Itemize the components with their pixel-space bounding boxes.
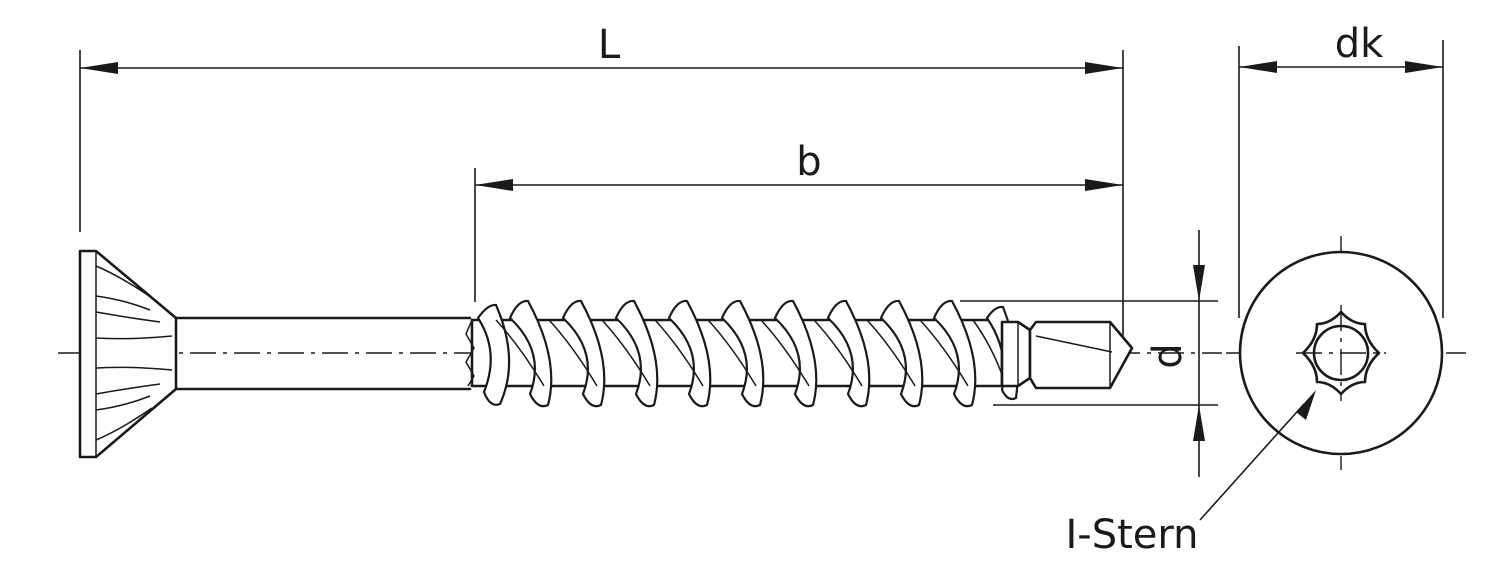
thread-flanks bbox=[476, 299, 1019, 408]
length-label: L bbox=[598, 22, 621, 68]
thread-length-label: b bbox=[796, 139, 821, 185]
screw-head bbox=[78, 249, 178, 459]
diameter-label: d bbox=[1145, 343, 1191, 368]
drill-tip bbox=[1000, 320, 1134, 390]
drive-callout: I-Stern bbox=[1065, 390, 1316, 558]
dimension-thread-length: b bbox=[474, 139, 1123, 302]
dimension-diameter: d bbox=[960, 230, 1218, 477]
dimension-length: L bbox=[79, 22, 1124, 340]
drive-label: I-Stern bbox=[1065, 512, 1198, 558]
head-diameter-label: dk bbox=[1335, 21, 1384, 67]
screw-side-view bbox=[78, 249, 1134, 459]
screw-shank bbox=[174, 316, 472, 391]
screw-head-top-view bbox=[1238, 250, 1444, 456]
dimension-head-diameter: dk bbox=[1238, 21, 1444, 318]
